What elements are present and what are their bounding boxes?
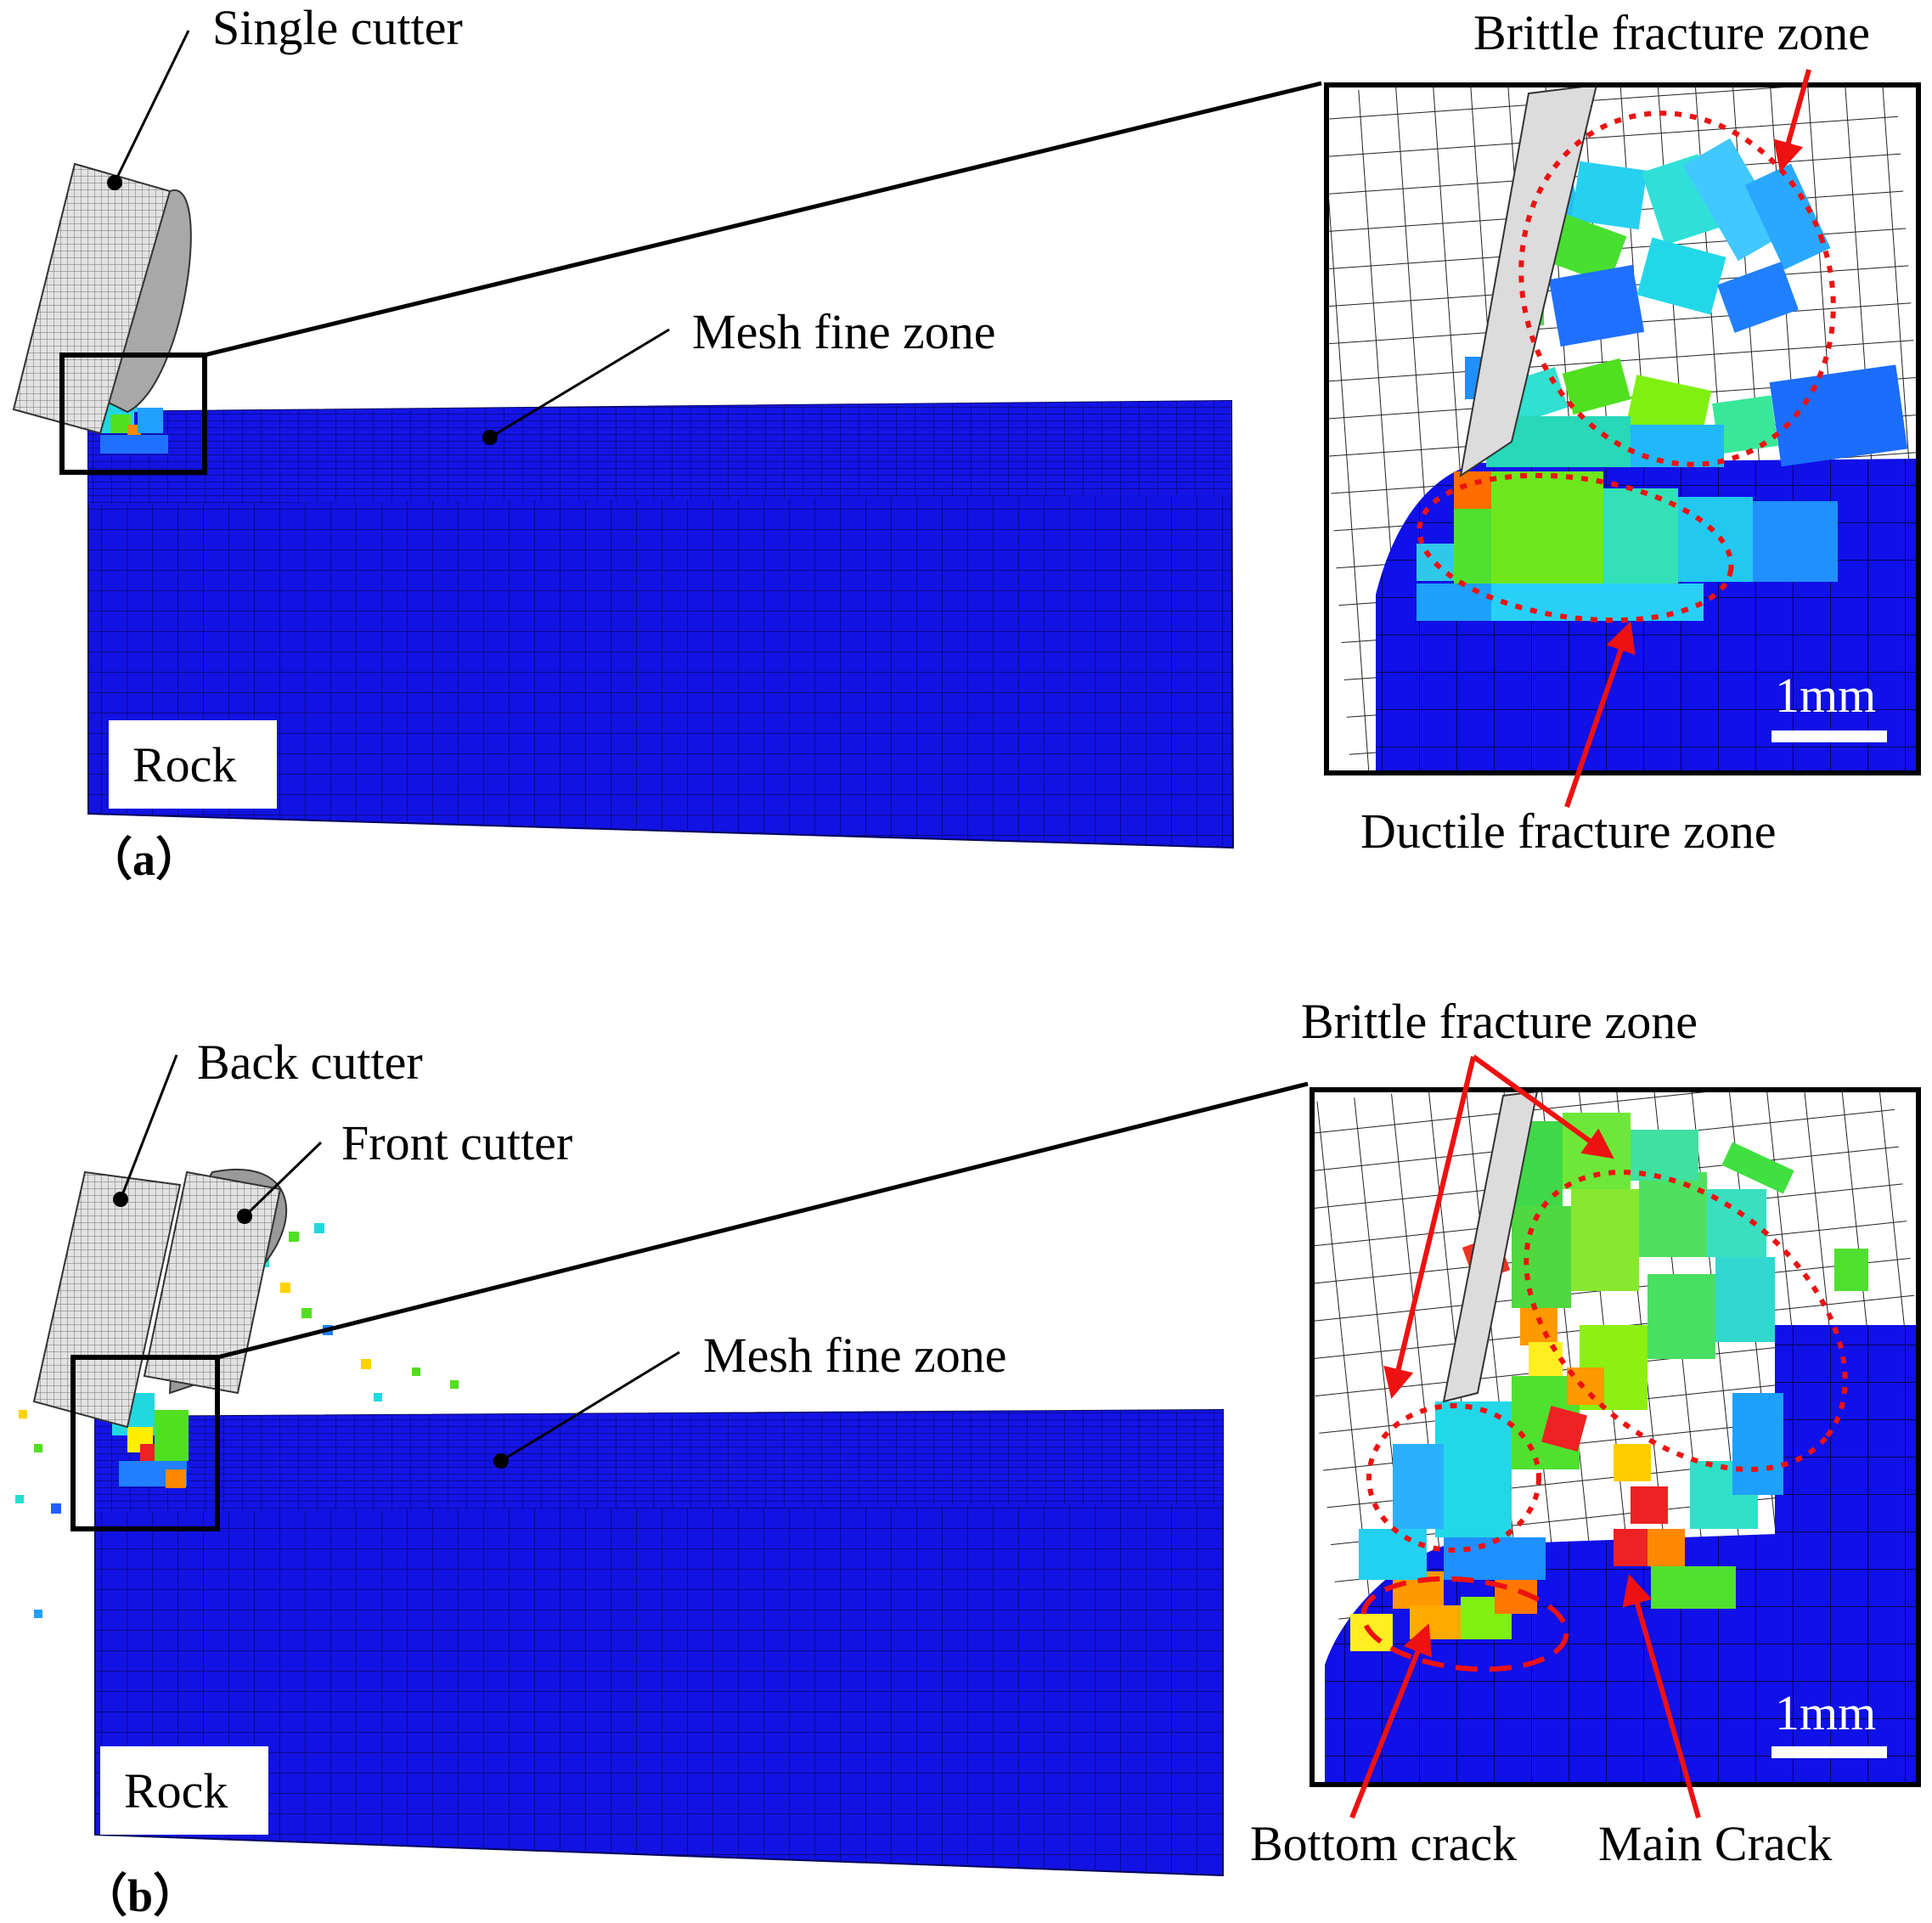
label-brittle-zone-b: Brittle fracture zone bbox=[1301, 994, 1698, 1049]
leader-single-cutter bbox=[113, 30, 190, 183]
single-cutter bbox=[12, 162, 192, 435]
zoom-connector-top-b bbox=[217, 1081, 1309, 1360]
leader-dot-front-cutter bbox=[237, 1209, 252, 1224]
scale-label-a: 1mm bbox=[1775, 668, 1876, 723]
front-cutter bbox=[143, 1168, 288, 1395]
leader-mesh-fine-b bbox=[500, 1351, 680, 1463]
damage-zone-a bbox=[100, 378, 168, 454]
label-back-cutter: Back cutter bbox=[197, 1035, 423, 1090]
label-rock-b: Rock bbox=[124, 1763, 228, 1819]
arrow-ductile-zone-a bbox=[1564, 621, 1636, 808]
scale-label-b: 1mm bbox=[1775, 1685, 1876, 1740]
zoom-inset-a: 1mm bbox=[1324, 82, 1921, 775]
label-main-crack: Main Crack bbox=[1598, 1816, 1832, 1871]
label-bottom-crack: Bottom crack bbox=[1250, 1816, 1517, 1871]
arrow-main-crack bbox=[1622, 1574, 1701, 1819]
brittle-zone-ellipse-b2 bbox=[1366, 1403, 1541, 1553]
scale-bar-b bbox=[1771, 1746, 1887, 1758]
panel-id-b: （b） bbox=[82, 1870, 199, 1921]
arrow-brittle-zone-b2 bbox=[1472, 1054, 1614, 1159]
brittle-zone-ellipse-b1 bbox=[1524, 1170, 1848, 1472]
label-mesh-fine-zone-b: Mesh fine zone bbox=[703, 1328, 1007, 1383]
label-mesh-fine-zone-a: Mesh fine zone bbox=[692, 304, 996, 359]
rock-label-box-a bbox=[109, 720, 277, 809]
zoom-source-box-b bbox=[70, 1355, 220, 1531]
arrow-bottom-crack bbox=[1349, 1623, 1433, 1819]
mesh-fine-band-b bbox=[95, 1410, 1223, 1512]
zoom-connector-top-a bbox=[204, 81, 1322, 358]
leader-mesh-fine-a bbox=[489, 328, 670, 439]
damage-zone-b bbox=[112, 1393, 189, 1488]
leader-dot-mesh-fine-a bbox=[482, 430, 498, 445]
back-cutter bbox=[32, 1170, 182, 1429]
label-single-cutter: Single cutter bbox=[212, 0, 463, 55]
leader-back-cutter bbox=[119, 1054, 178, 1200]
leader-dot-mesh-fine-b bbox=[493, 1453, 509, 1469]
rock-block-b bbox=[94, 1408, 1224, 1877]
panel-a: Single cutter Mesh fine zone Rock （a） bbox=[12, 0, 1921, 885]
ductile-zone-cells-a bbox=[1417, 471, 1838, 621]
arrow-brittle-zone-b1 bbox=[1383, 1056, 1476, 1400]
panel-id-a: （a） bbox=[87, 834, 201, 885]
ductile-zone-ellipse-a bbox=[1417, 472, 1734, 623]
rock-label-box-b bbox=[100, 1746, 268, 1835]
bottom-crack-ellipse-b bbox=[1360, 1576, 1569, 1672]
leader-dot-single-cutter bbox=[107, 175, 122, 190]
brittle-zone-ellipse-a bbox=[1518, 110, 1836, 467]
leader-front-cutter bbox=[243, 1141, 323, 1218]
label-ductile-zone-a: Ductile fracture zone bbox=[1360, 804, 1777, 859]
mesh-fine-band-a bbox=[88, 401, 1231, 505]
label-brittle-zone-a: Brittle fracture zone bbox=[1473, 5, 1870, 60]
label-front-cutter: Front cutter bbox=[341, 1115, 572, 1170]
panel-b: Back cutter Front cutter Mesh fine zone … bbox=[15, 994, 1921, 1921]
arrow-brittle-zone-a bbox=[1773, 69, 1811, 172]
zoom-source-box-a bbox=[59, 352, 207, 475]
label-rock-a: Rock bbox=[132, 737, 236, 792]
leader-dot-back-cutter bbox=[113, 1192, 128, 1207]
scale-bar-a bbox=[1771, 730, 1887, 742]
